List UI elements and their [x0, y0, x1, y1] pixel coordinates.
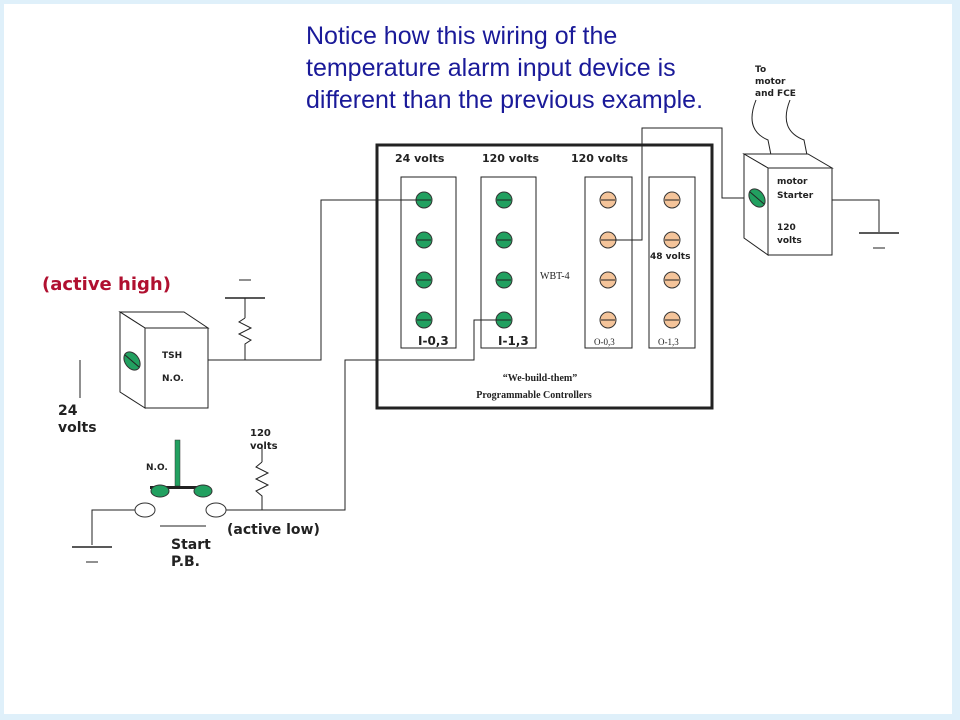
pushbutton-contact-right [193, 484, 213, 498]
start-pushbutton [134, 439, 227, 527]
label-to: To [755, 65, 766, 75]
label-active-low: (active low) [227, 522, 320, 538]
starter-front-face [767, 167, 833, 256]
label-res2-unit: volts [250, 441, 278, 452]
label-o1: O-1,3 [658, 337, 679, 347]
label-motor-volts-unit: volts [777, 236, 802, 246]
tsh-device [118, 311, 210, 409]
label-pb-no: N.O. [146, 463, 168, 473]
wire-to-motor-1 [751, 99, 773, 161]
label-i1: I-1,3 [498, 334, 529, 348]
label-120-volts-column-b: 120 volts [571, 152, 629, 165]
label-24-unit: volts [58, 420, 97, 436]
plc-brand-line-1: “We-build-them” [503, 373, 577, 384]
wire-pb-to-i1 [225, 319, 504, 511]
label-active-high: (active high) [42, 274, 171, 295]
wire-starter-to-ground [831, 199, 880, 232]
ground-symbol-motor [859, 232, 899, 249]
label-motor: motor [777, 177, 808, 187]
ground-symbol-pb [72, 546, 112, 563]
ground-symbol-pullup [225, 279, 265, 299]
heading-line-1: Notice how this wiring of the [306, 22, 618, 50]
pushbutton-terminal-right [205, 502, 227, 518]
label-tsh-no: N.O. [162, 374, 184, 384]
label-24-num: 24 [58, 403, 78, 419]
output-module-o1-terminals [663, 191, 681, 329]
input-module-i1-terminals [495, 191, 513, 329]
label-res2-num: 120 [250, 428, 271, 439]
motor-starter [742, 153, 834, 256]
label-start: Start [171, 537, 211, 553]
output-module-o0-terminals [599, 191, 617, 329]
label-24-volts-column: 24 volts [395, 152, 445, 165]
plc-brand-line-2: Programmable Controllers [476, 390, 592, 401]
label-120-volts-column-a: 120 volts [482, 152, 540, 165]
terminal-slot [124, 354, 140, 368]
label-i0: I-0,3 [418, 334, 449, 348]
resistor-120v [254, 461, 270, 510]
label-48-volts: 48 volts [650, 252, 690, 262]
pushbutton-bar [150, 486, 206, 489]
wire-o0-to-motor-starter [608, 127, 756, 241]
tsh-front-face [144, 327, 209, 409]
label-wbt4: WBT-4 [540, 271, 570, 282]
pushbutton-contact-left [150, 484, 170, 498]
pushbutton-terminal-left [134, 502, 156, 518]
heading-line-3: different than the previous example. [306, 86, 704, 114]
plc-enclosure [375, 143, 714, 410]
wire-tsh-to-i0 [200, 199, 424, 361]
heading-line-2: temperature alarm input device is [306, 54, 676, 82]
label-starter: Starter [777, 191, 814, 201]
label-and-fce: and FCE [755, 89, 796, 99]
label-to-motor: motor [755, 77, 786, 87]
label-motor-volts-num: 120 [777, 223, 796, 233]
pushbutton-plunger [174, 439, 181, 487]
label-pb: P.B. [171, 554, 200, 570]
resistor-pullup [237, 317, 253, 360]
wire-to-motor-2 [785, 99, 809, 161]
terminal-slot [749, 191, 765, 205]
input-module-i0-terminals [415, 191, 433, 329]
wire-pb-to-ground [91, 509, 135, 545]
slide-heading: Notice how this wiring of the temperatur… [306, 20, 766, 116]
label-tsh: TSH [162, 351, 182, 361]
label-o0: O-0,3 [594, 337, 615, 347]
